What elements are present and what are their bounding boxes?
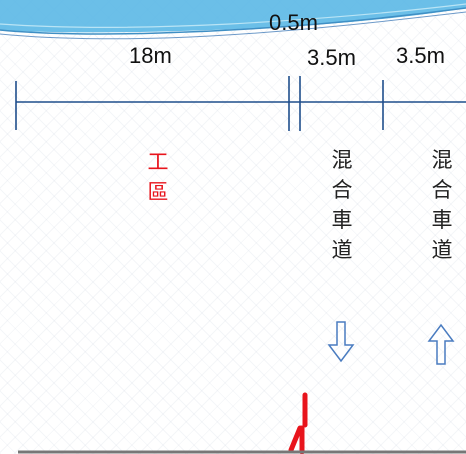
arrow-up-icon <box>427 323 455 365</box>
work-zone-label: 工區 <box>146 152 170 212</box>
mixed-lane-label-1: 混合車道 <box>330 150 354 270</box>
dimension-line <box>15 76 466 131</box>
mixed-lane-label-2: 混合車道 <box>430 150 454 270</box>
label-char: 車 <box>331 208 353 232</box>
barrier-marker <box>288 392 308 454</box>
buffer-width-label: 0.5m <box>269 10 318 35</box>
label-char: 合 <box>431 178 453 202</box>
label-char: 道 <box>331 238 353 262</box>
top-banner <box>0 0 466 40</box>
lane-2-width-label: 3.5m <box>396 43 445 68</box>
arrow-down-icon <box>327 321 355 363</box>
label-char: 混 <box>331 148 353 172</box>
label-char: 車 <box>431 208 453 232</box>
label-char: 混 <box>431 148 453 172</box>
label-char: 區 <box>147 180 169 204</box>
work-zone-width-label: 18m <box>129 43 172 68</box>
lane-1-width-label: 3.5m <box>307 45 356 70</box>
label-char: 工 <box>147 150 169 174</box>
label-char: 道 <box>431 238 453 262</box>
label-char: 合 <box>331 178 353 202</box>
